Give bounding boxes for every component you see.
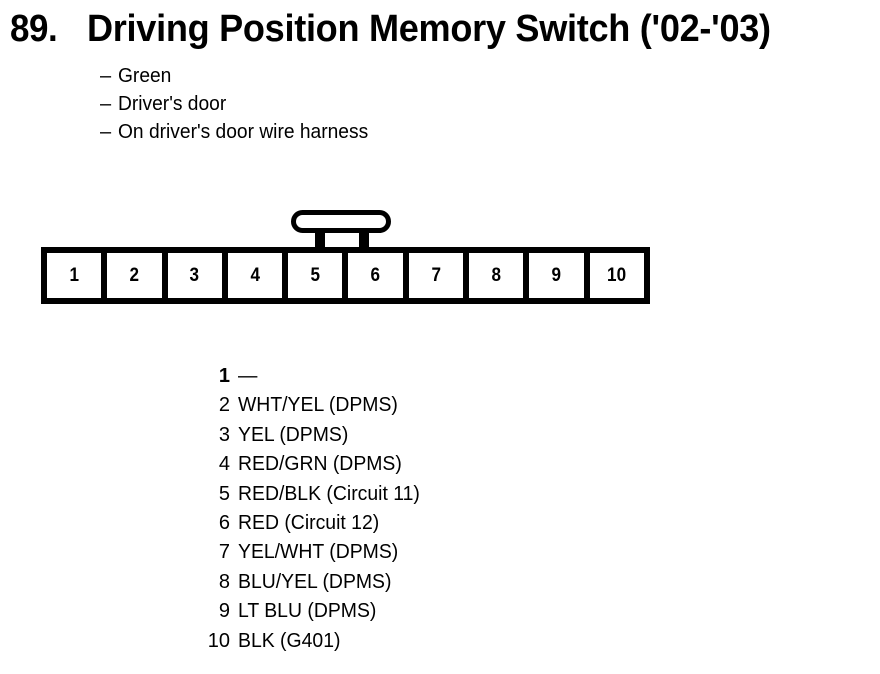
latch-stem-right <box>359 230 369 250</box>
entry-number: 89. <box>10 8 58 50</box>
legend-pin-number: 9 <box>218 600 230 623</box>
subtitle-list: – Green – Driver's door – On driver's do… <box>100 62 700 146</box>
legend-row: 8 BLU/YEL (DPMS) <box>120 568 720 597</box>
latch-stem-left <box>315 230 325 250</box>
legend-pin-label: RED/BLK (Circuit 11) <box>238 482 420 505</box>
subtitle-label: Driver's door <box>118 93 227 115</box>
subtitle-label: On driver's door wire harness <box>118 121 369 143</box>
pin-legend: 1 — 2 WHT/YEL (DPMS) 3 YEL (DPMS) 4 RED/… <box>120 362 720 656</box>
subtitle-item: – Driver's door <box>100 90 700 118</box>
dash-bullet-icon: – <box>100 121 112 143</box>
legend-row: 1 — <box>120 362 720 391</box>
subtitle-item: – Green <box>100 62 700 90</box>
connector-pin-number: 1 <box>69 265 79 286</box>
connector-diagram: 1 2 3 4 5 6 7 8 9 10 <box>41 210 653 306</box>
legend-row: 2 WHT/YEL (DPMS) <box>120 391 720 420</box>
connector-pin-number: 3 <box>189 265 200 286</box>
connector-pin-number: 6 <box>370 265 381 286</box>
connector-pin: 4 <box>227 253 283 298</box>
legend-pin-number: 1 <box>218 365 230 387</box>
legend-pin-label: BLU/YEL (DPMS) <box>238 570 392 593</box>
legend-pin-number: 8 <box>218 570 230 593</box>
legend-pin-number: 3 <box>218 423 230 446</box>
legend-row: 10 BLK (G401) <box>120 627 720 656</box>
connector-pin-number: 9 <box>551 265 562 286</box>
legend-pin-label: YEL/WHT (DPMS) <box>238 541 399 564</box>
legend-row: 6 RED (Circuit 12) <box>120 509 720 538</box>
connector-pin: 2 <box>107 253 162 298</box>
legend-pin-label: BLK (G401) <box>238 629 341 652</box>
legend-pin-label: LT BLU (DPMS) <box>238 600 377 623</box>
subtitle-item: – On driver's door wire harness <box>100 118 700 146</box>
connector-pin: 1 <box>47 253 102 298</box>
legend-row: 5 RED/BLK (Circuit 11) <box>120 480 720 509</box>
connector-pin-number: 8 <box>491 265 501 286</box>
subtitle-label: Green <box>118 65 172 87</box>
legend-pin-label: RED (Circuit 12) <box>238 512 380 535</box>
legend-pin-label: RED/GRN (DPMS) <box>238 453 402 476</box>
connector-body: 1 2 3 4 5 6 7 8 9 10 <box>41 247 650 304</box>
legend-pin-number: 4 <box>218 453 230 476</box>
legend-row: 4 RED/GRN (DPMS) <box>120 450 720 479</box>
connector-pin: 8 <box>469 253 524 298</box>
connector-pin-number: 7 <box>431 265 441 286</box>
dash-bullet-icon: – <box>100 93 112 115</box>
legend-pin-number: 5 <box>218 482 230 505</box>
legend-pin-label: YEL (DPMS) <box>238 423 349 446</box>
connector-pin-number: 4 <box>250 265 260 286</box>
connector-pin: 7 <box>408 253 464 298</box>
connector-latch-tab-icon <box>291 210 393 250</box>
legend-row: 3 YEL (DPMS) <box>120 421 720 450</box>
connector-pin-number: 2 <box>129 265 140 286</box>
dash-bullet-icon: – <box>100 65 112 87</box>
connector-pin-number: 10 <box>607 265 627 286</box>
latch-bar <box>291 210 391 233</box>
legend-pin-number: 10 <box>207 629 230 652</box>
legend-row: 9 LT BLU (DPMS) <box>120 597 720 626</box>
legend-row: 7 YEL/WHT (DPMS) <box>120 538 720 567</box>
legend-pin-number: 6 <box>218 512 230 535</box>
connector-pin: 3 <box>167 253 222 298</box>
connector-pin: 5 <box>288 253 343 298</box>
connector-pin: 10 <box>589 253 644 298</box>
entry-title: Driving Position Memory Switch ('02-'03) <box>87 8 772 50</box>
connector-pin: 9 <box>529 253 584 298</box>
legend-pin-number: 7 <box>218 541 230 564</box>
page-title: 89. Driving Position Memory Switch ('02-… <box>10 8 870 52</box>
legend-pin-label: WHT/YEL (DPMS) <box>238 394 398 417</box>
connector-pin-number: 5 <box>310 265 321 286</box>
connector-pin: 6 <box>348 253 403 298</box>
legend-pin-number: 2 <box>218 394 230 417</box>
legend-pin-label: — <box>238 365 258 387</box>
